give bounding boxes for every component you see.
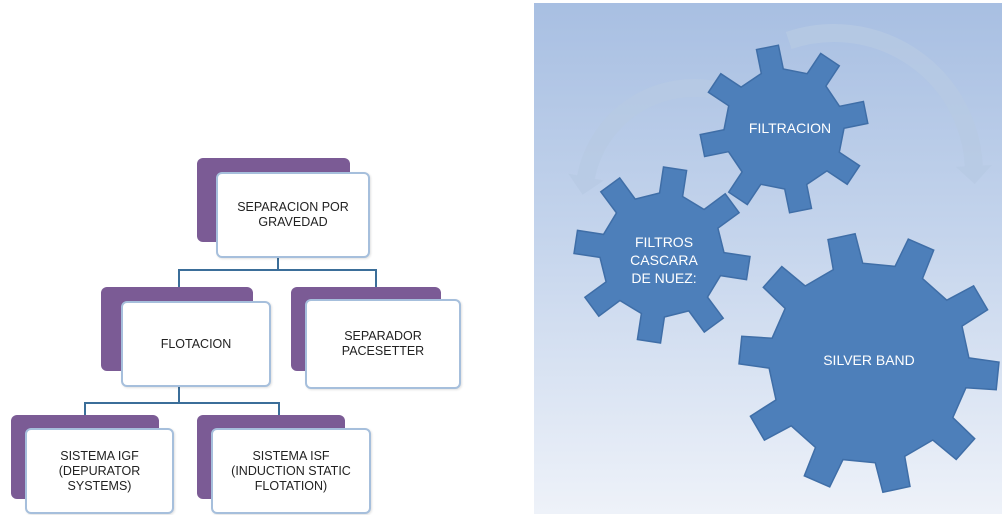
cycle-arrows — [568, 23, 992, 195]
gear-filtracion — [699, 44, 869, 214]
connector-level2-bar — [84, 402, 280, 404]
arrow-top-right-head — [955, 165, 992, 184]
isf-node: SISTEMA ISF (INDUCTION STATIC FLOTATION) — [211, 428, 371, 514]
arrow-left-head — [568, 173, 604, 195]
igf-node: SISTEMA IGF (DEPURATOR SYSTEMS) — [25, 428, 174, 514]
gear-filtros — [573, 166, 751, 344]
gear-label-filtracion: FILTRACION — [748, 120, 832, 136]
connector-flotacion-down — [178, 386, 180, 404]
connector-root-down — [277, 258, 279, 270]
gear-silver-band — [738, 232, 1000, 494]
gear-diagram: FILTRACION FILTROS CASCARA DE NUEZ: SILV… — [534, 3, 1002, 514]
arrow-left — [577, 79, 721, 179]
connector-to-igf — [84, 402, 86, 415]
gears-group — [573, 44, 1000, 494]
connector-level1-bar — [178, 269, 377, 271]
hierarchy-diagram: SEPARACION POR GRAVEDAD FLOTACION SEPARA… — [11, 158, 461, 514]
arrow-top-right — [785, 23, 983, 167]
connector-to-pacesetter — [375, 269, 377, 287]
root-node: SEPARACION POR GRAVEDAD — [216, 172, 370, 258]
gear-label-silver-band: SILVER BAND — [823, 352, 915, 368]
gear-label-filtros: FILTROS CASCARA DE NUEZ: — [630, 234, 698, 286]
connector-to-flotacion — [178, 269, 180, 287]
flotacion-node: FLOTACION — [121, 301, 271, 387]
gear-diagram-svg — [568, 23, 1000, 494]
pacesetter-node: SEPARADOR PACESETTER — [305, 299, 461, 389]
connector-to-isf — [278, 402, 280, 415]
